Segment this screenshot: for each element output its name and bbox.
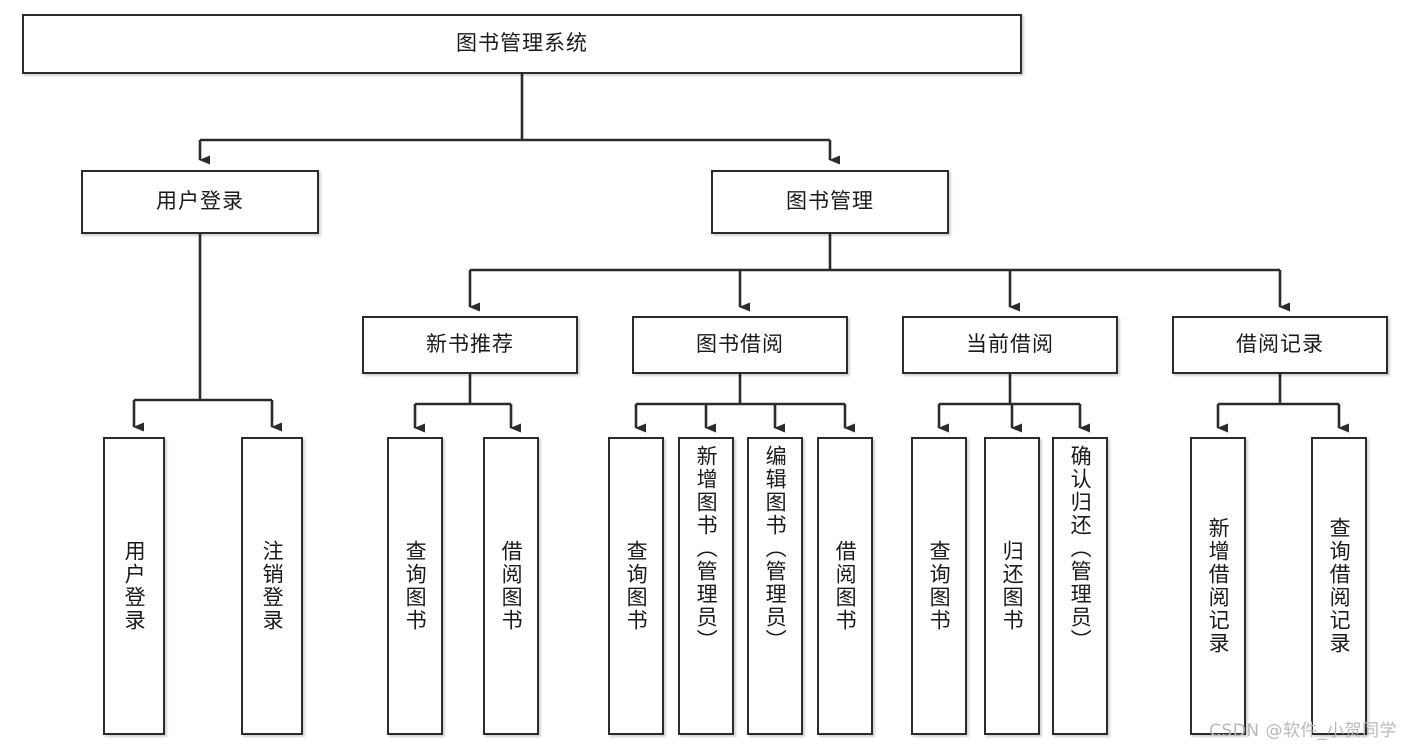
node-label: 新书推荐 — [426, 332, 514, 357]
node-book-management[interactable]: 图书管理 — [711, 170, 949, 234]
edge-group-book-borrow — [634, 374, 855, 433]
node-label: 注销登录 — [260, 540, 285, 632]
node-label: 用户登录 — [122, 540, 147, 632]
node-label: 用户登录 — [156, 189, 244, 214]
leaf-add-book-admin[interactable]: 新增图书（管理员） — [678, 437, 734, 735]
node-label: 编辑图书（管理员） — [763, 445, 788, 652]
node-book-borrow[interactable]: 图书借阅 — [632, 316, 848, 374]
leaf-query-book-borrow[interactable]: 查询图书 — [608, 437, 664, 735]
leaf-logout[interactable]: 注销登录 — [241, 437, 303, 735]
leaf-borrow-book[interactable]: 借阅图书 — [817, 437, 873, 735]
node-borrow-records[interactable]: 借阅记录 — [1172, 316, 1388, 374]
leaf-return-book[interactable]: 归还图书 — [984, 437, 1040, 735]
node-label: 查询图书 — [624, 540, 649, 632]
node-label: 查询图书 — [403, 540, 428, 632]
node-label: 借阅记录 — [1236, 332, 1324, 357]
node-label: 图书管理系统 — [456, 31, 588, 56]
node-current-borrow[interactable]: 当前借阅 — [902, 316, 1118, 374]
leaf-edit-book-admin[interactable]: 编辑图书（管理员） — [747, 437, 803, 735]
leaf-query-book-current[interactable]: 查询图书 — [911, 437, 967, 735]
node-new-book-recommend[interactable]: 新书推荐 — [362, 316, 578, 374]
edge-group-book-management — [468, 234, 1290, 312]
edge-group-user-login — [132, 234, 282, 432]
edge-group-root — [198, 74, 840, 165]
node-label: 新增借阅记录 — [1206, 517, 1231, 655]
leaf-query-book-recommend[interactable]: 查询图书 — [387, 437, 443, 735]
edge-group-borrow-records — [1216, 374, 1349, 433]
edge-group-new-book-recommend — [413, 374, 521, 433]
leaf-add-borrow-record[interactable]: 新增借阅记录 — [1190, 437, 1246, 735]
node-label: 查询借阅记录 — [1327, 517, 1352, 655]
node-label: 确认归还（管理员） — [1068, 445, 1093, 652]
leaf-user-login[interactable]: 用户登录 — [103, 437, 165, 735]
leaf-borrow-book-recommend[interactable]: 借阅图书 — [483, 437, 539, 735]
node-label: 图书借阅 — [696, 332, 784, 357]
node-label: 归还图书 — [1000, 540, 1025, 632]
node-label: 图书管理 — [786, 189, 874, 214]
leaf-query-borrow-record[interactable]: 查询借阅记录 — [1311, 437, 1367, 735]
node-label: 借阅图书 — [833, 540, 858, 632]
leaf-confirm-return-admin[interactable]: 确认归还（管理员） — [1052, 437, 1108, 735]
node-user-login[interactable]: 用户登录 — [81, 170, 319, 234]
node-label: 新增图书（管理员） — [694, 445, 719, 652]
node-root-system[interactable]: 图书管理系统 — [22, 14, 1022, 74]
node-label: 借阅图书 — [499, 540, 524, 632]
node-label: 查询图书 — [927, 540, 952, 632]
node-label: 当前借阅 — [966, 332, 1054, 357]
edge-group-current-borrow — [937, 374, 1090, 433]
